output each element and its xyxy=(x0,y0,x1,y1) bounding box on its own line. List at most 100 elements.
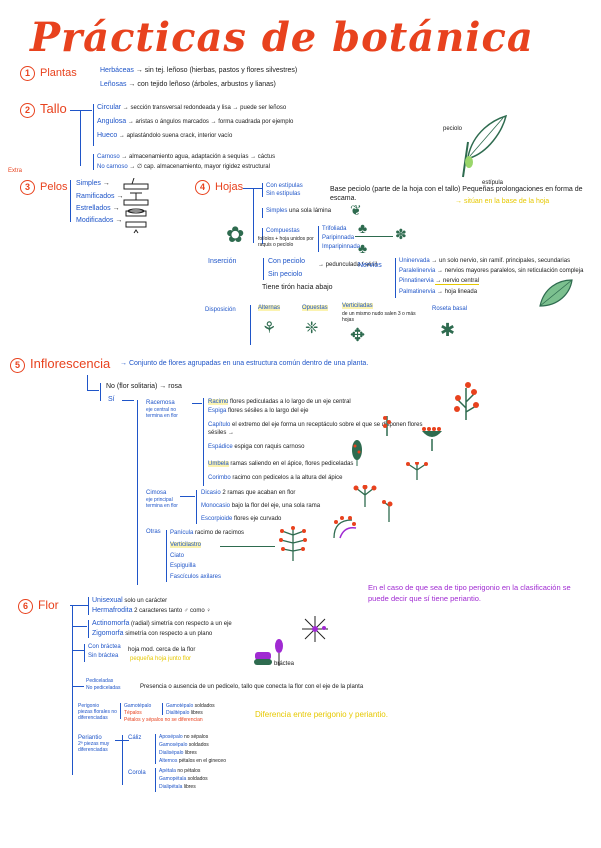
bractea-item: Sin bráctea xyxy=(88,653,119,659)
bracket xyxy=(162,703,163,715)
arrow: → xyxy=(102,180,110,187)
hair-types-icon xyxy=(123,178,149,234)
cimosa-item: Monocasio bajo la flor del eje, una sola… xyxy=(201,503,320,509)
term: Dicasio xyxy=(201,490,221,496)
caliz-item: Dialisépalo libres xyxy=(159,750,197,756)
desc: flores eje curvado xyxy=(234,516,282,522)
bracket xyxy=(155,734,156,764)
bractea-note: pequeña hoja junto flor xyxy=(130,656,192,662)
arrow-line xyxy=(220,546,275,547)
zygomorphic-flower-icon xyxy=(275,639,283,666)
desc: → un solo nervio, sin ramif. principales… xyxy=(431,258,571,264)
bracket-line xyxy=(87,390,99,391)
desc: bajo la flor del eje, una sola rama xyxy=(231,503,321,509)
disposicion-label: Disposición xyxy=(205,307,236,313)
term: Pinnatinervia xyxy=(399,278,434,284)
term: Estrellados xyxy=(76,205,111,212)
desc: libres xyxy=(184,750,197,756)
racemosa-item: Espiga flores sésiles a lo largo del eje xyxy=(208,408,308,414)
corola-item: Apétala no pétalos xyxy=(159,768,200,774)
term: Capítulo xyxy=(208,422,231,428)
racemosa-item: Racimo flores pediculadas a lo largo de … xyxy=(208,399,351,405)
inflorescencia-definition: → Conjunto de flores agrupadas en una es… xyxy=(120,360,369,367)
term: Modificados xyxy=(76,217,114,224)
disposicion-item: Opuestas xyxy=(302,305,328,311)
flor-sexo-item: Unisexual solo un carácter xyxy=(92,597,167,604)
term: Actinomorfa xyxy=(92,620,130,627)
term: Paralelinervia xyxy=(399,268,436,274)
term: Angulosa xyxy=(97,118,127,125)
plantas-item: Herbáceas → sin tej. leñoso (hierbas, pa… xyxy=(100,67,297,74)
bracket-line xyxy=(192,403,202,404)
bracket xyxy=(70,180,71,222)
disposicion-item: Roseta basal xyxy=(432,306,468,312)
term: Gamopétala xyxy=(159,776,187,782)
otras-item: Fascículos axilares xyxy=(170,574,222,580)
term: Gamotépalo xyxy=(166,703,194,709)
estipula-item: Con estípulas xyxy=(266,183,303,189)
cimosa-item: Dicasio 2 ramas que acaban en flor xyxy=(201,490,295,496)
term: Dialitépalo xyxy=(166,710,190,716)
sub: piezas florales no diferenciadas xyxy=(78,709,117,721)
desc: → almacenamiento agua, adaptación a sequ… xyxy=(121,154,276,160)
compuestas-type: Trifoliada xyxy=(322,226,347,232)
heading-text: Tallo xyxy=(40,101,67,116)
tallo-item: Angulosa → aristas o ángulos marcados → … xyxy=(97,118,293,125)
heading-text: Flor xyxy=(38,598,59,612)
desc: soldados xyxy=(187,776,208,782)
tallo-item: Hueco → aplastándolo suena crack, interi… xyxy=(97,132,232,139)
section-inflorescencia-heading: 5 Inflorescencia xyxy=(10,356,110,373)
nervios-item: Paralelinervia → nervios mayores paralel… xyxy=(399,268,583,274)
pelos-item: Estrellados → xyxy=(76,205,120,212)
term: Periantio xyxy=(78,735,102,741)
otras-item: Espiguilla xyxy=(170,563,196,569)
bracket-line xyxy=(72,686,84,687)
compound-plant-icon: ✿ xyxy=(226,222,245,247)
corola-item: Dialipétala libres xyxy=(159,784,196,790)
term: Herbáceas xyxy=(100,67,134,74)
bracket xyxy=(395,258,396,298)
spike-drawing-icon xyxy=(383,416,391,436)
bract-flower-icon xyxy=(254,652,272,665)
term: Umbela xyxy=(208,461,229,467)
bracket xyxy=(93,154,94,170)
section-number: 3 xyxy=(20,180,35,195)
bracket xyxy=(250,305,251,345)
desc: pétalos en el gineceo xyxy=(178,758,226,764)
bracket xyxy=(88,597,89,615)
racemosa-item: Umbela ramas saliendo en el ápice, flore… xyxy=(208,461,353,467)
side-note: En el caso de que sea de tipo perigonio … xyxy=(368,583,571,603)
tallo-item: Circular → sección transversal redondead… xyxy=(97,104,286,111)
compuestas-desc: folíolos + hoja unidos por raquis o pecí… xyxy=(258,236,314,248)
insercion-item: Sin peciolo xyxy=(268,271,303,278)
desc: libres xyxy=(183,784,196,790)
verticillaster-drawing-icon xyxy=(279,526,307,561)
heading-text: Inflorescencia xyxy=(30,356,111,371)
bracket-line xyxy=(72,650,84,651)
section-number: 5 xyxy=(10,358,25,373)
desc: racimo de racimos xyxy=(195,530,245,536)
desc: → sin tej. leñoso (hierbas, pastos y flo… xyxy=(135,67,298,74)
desc: el extremo del eje forma un receptáculo … xyxy=(208,422,423,436)
desc: → con tejido leñoso (árboles, arbustos y… xyxy=(128,81,276,88)
desc: 2 ramas que acaban en flor xyxy=(222,490,296,496)
inflorescencia-no: No (flor solitaria) → rosa xyxy=(106,383,182,390)
desc: racimo con pedicelos a la altura del ápi… xyxy=(232,475,343,481)
desc: soldados xyxy=(188,742,209,748)
bractea-label: bráctea xyxy=(274,661,295,667)
section-number: 6 xyxy=(18,599,33,614)
term: Leñosas xyxy=(100,81,127,88)
bracket-line xyxy=(70,605,88,606)
insercion-label: Inserción xyxy=(208,258,237,265)
term: Aposépalo xyxy=(159,734,183,740)
paripinnate-leaf-icon: ♣ xyxy=(358,240,368,256)
cimosa-sub: eje principal termina en flor xyxy=(146,497,178,509)
bracket xyxy=(84,644,85,662)
perigonio-a: Gamotépalo xyxy=(124,703,152,709)
term: Palmatinervia xyxy=(399,289,436,295)
tallo-item: Carnoso → almacenamiento agua, adaptació… xyxy=(97,154,275,160)
opposite-leaves-icon: ❈ xyxy=(305,320,319,337)
caliz-item: Aposépalo no sépalos xyxy=(159,734,208,740)
